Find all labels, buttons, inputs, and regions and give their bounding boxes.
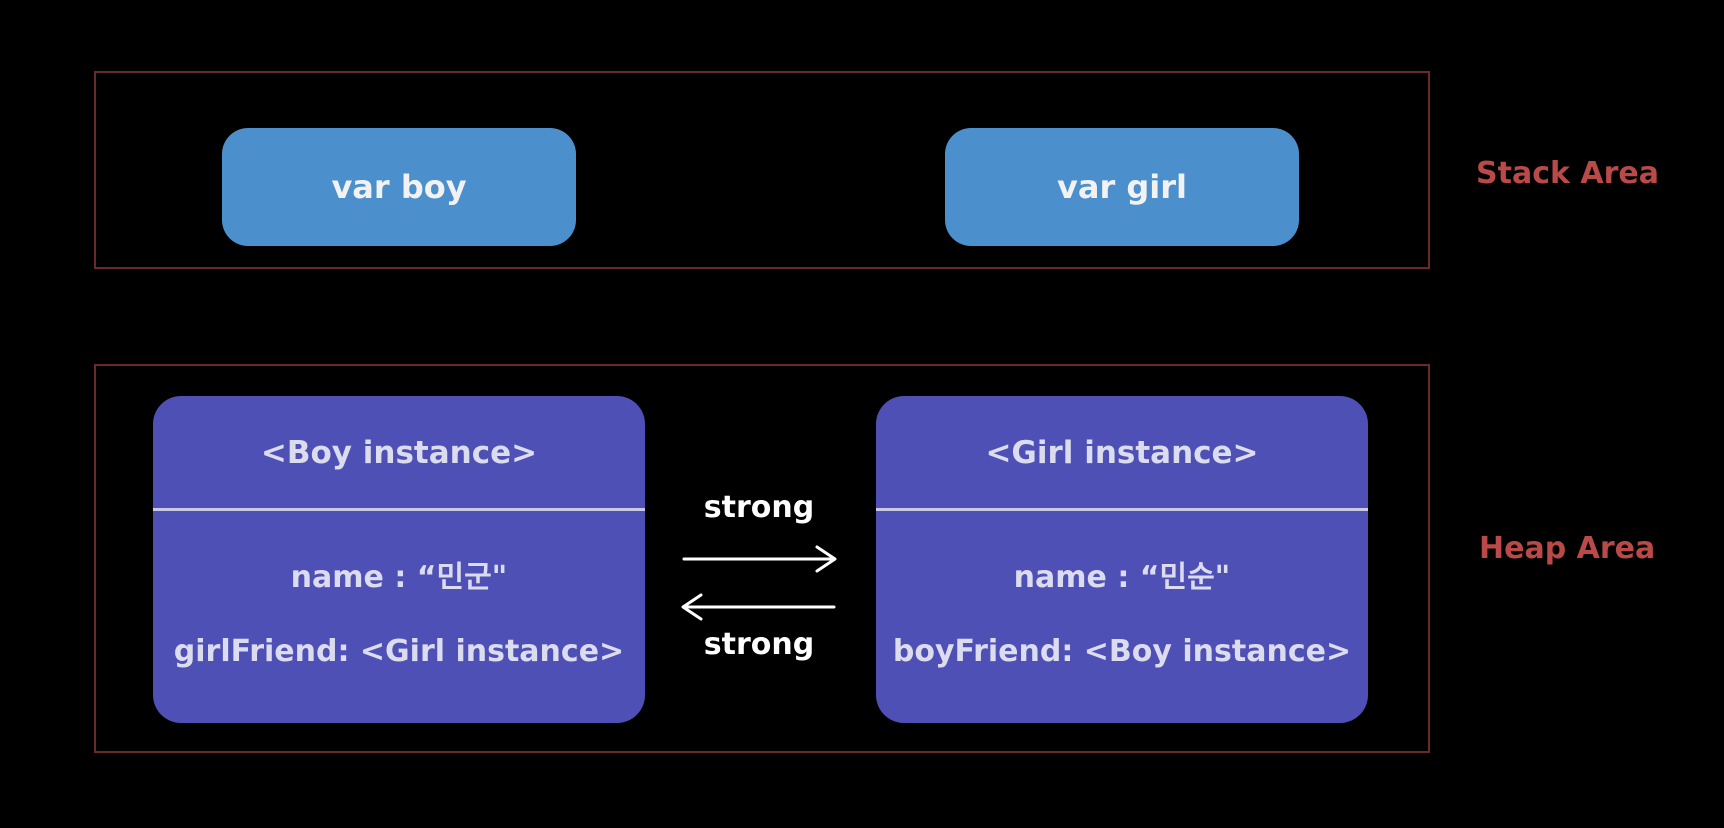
- boy-instance-box: <Boy instance> name : “민군" girlFriend: <…: [153, 396, 645, 723]
- stack-area-label: Stack Area: [1476, 156, 1659, 191]
- arrow-left-icon: [681, 593, 836, 621]
- girl-instance-divider: [876, 508, 1368, 511]
- girl-boyfriend-property: boyFriend: <Boy instance>: [892, 634, 1352, 669]
- girl-name-property: name : “민순": [1013, 560, 1231, 595]
- girl-instance-title: <Girl instance>: [985, 434, 1259, 471]
- heap-area-box: [94, 364, 1430, 753]
- var-boy-box: var boy: [222, 128, 576, 246]
- strong-reference-arrows: [681, 545, 837, 621]
- boy-name-property: name : “민군": [290, 560, 508, 595]
- strong-reference-label-bottom: strong: [703, 627, 815, 662]
- heap-area-label: Heap Area: [1479, 531, 1656, 566]
- boy-instance-divider: [153, 508, 645, 511]
- boy-instance-title: <Boy instance>: [260, 434, 538, 471]
- girl-instance-box: <Girl instance> name : “민순" boyFriend: <…: [876, 396, 1368, 723]
- strong-reference-label-top: strong: [703, 490, 815, 525]
- boy-girlfriend-property: girlFriend: <Girl instance>: [173, 634, 625, 669]
- var-girl-box: var girl: [945, 128, 1299, 246]
- stack-area-box: [94, 71, 1430, 269]
- arrow-right-icon: [682, 545, 837, 573]
